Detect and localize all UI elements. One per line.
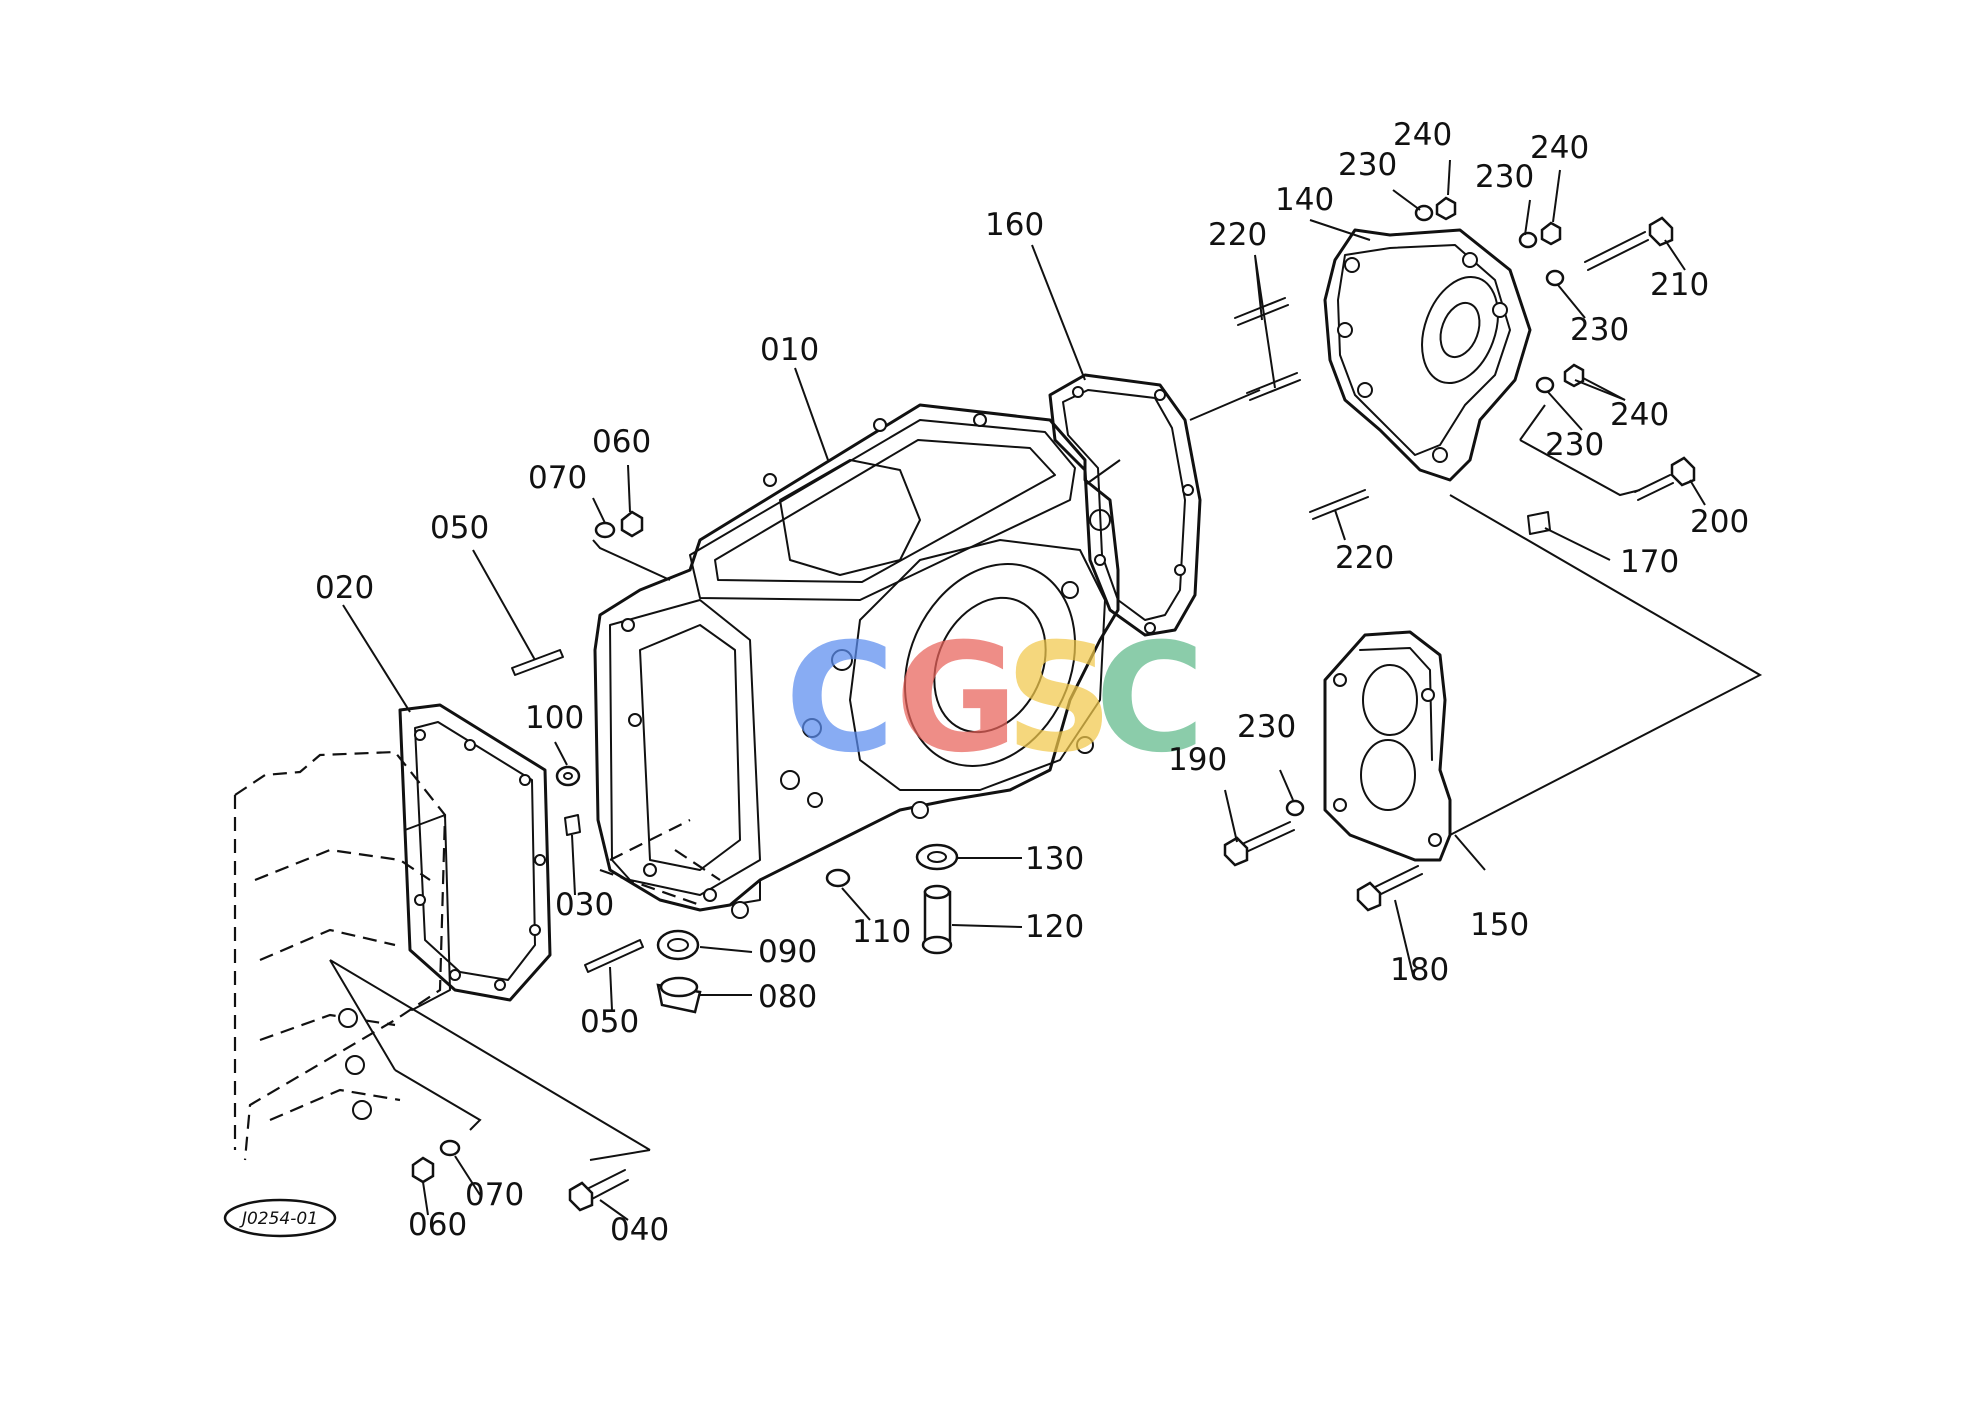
callout-240-mid: 240 [1610, 397, 1669, 433]
watermark-letter-2: G [895, 612, 1018, 786]
callout-230-right: 230 [1570, 312, 1629, 348]
callout-110: 110 [852, 914, 911, 950]
part-050-stud-lower [584, 939, 644, 973]
part-150-cover-plate [1323, 630, 1452, 862]
part-220-stud-lower [1309, 489, 1369, 520]
callout-230-lower: 230 [1237, 709, 1296, 745]
part-220-stud-upper-b [1246, 372, 1301, 401]
part-160-gasket [1048, 373, 1202, 637]
adjacent-housing-outline [233, 750, 451, 1161]
callout-020: 020 [315, 570, 374, 606]
part-140-housing [1323, 228, 1532, 482]
part-010-transmission-case [593, 403, 1120, 919]
part-200-bolt [1634, 474, 1674, 501]
callout-230-mid: 230 [1545, 427, 1604, 463]
callout-190: 190 [1168, 742, 1227, 778]
callout-140: 140 [1275, 182, 1334, 218]
hardware-parts [411, 196, 1696, 1212]
callout-200: 200 [1690, 504, 1749, 540]
callout-030: 030 [555, 887, 614, 923]
part-230-washer-mid [1535, 376, 1555, 394]
part-060-nut-bottom [411, 1156, 435, 1184]
part-190-bolt [1239, 821, 1295, 854]
callout-220-upper: 220 [1208, 217, 1267, 253]
part-040-bolt [584, 1169, 629, 1201]
callout-210: 210 [1650, 267, 1709, 303]
part-020-gasket [398, 703, 552, 1002]
callout-050-lower: 050 [580, 1004, 639, 1040]
callout-220-lower: 220 [1335, 540, 1394, 576]
watermark-letter-4: C [1095, 612, 1205, 786]
watermark: C G S C [785, 612, 1205, 786]
part-110-plug [825, 868, 851, 888]
callout-060-upper: 060 [592, 424, 651, 460]
part-170-pin [1527, 511, 1551, 535]
callout-100: 100 [525, 700, 584, 736]
part-240-nut-top-b [1540, 221, 1562, 246]
callout-130: 130 [1025, 841, 1084, 877]
callout-160: 160 [985, 207, 1044, 243]
part-230-washer-lower [1285, 799, 1305, 817]
part-030-dowel-pin [564, 814, 581, 836]
callout-240-top-a: 240 [1393, 117, 1452, 153]
callout-010: 010 [760, 332, 819, 368]
callout-070-lower: 070 [465, 1177, 524, 1213]
callout-040: 040 [610, 1212, 669, 1248]
part-070-washer-top [594, 521, 616, 539]
callout-230-top-a: 230 [1338, 147, 1397, 183]
callout-180: 180 [1390, 952, 1449, 988]
part-180-bolt [1372, 865, 1423, 897]
callout-230-top-b: 230 [1475, 159, 1534, 195]
callout-120: 120 [1025, 909, 1084, 945]
callout-240-top-b: 240 [1530, 130, 1589, 166]
callout-050-upper: 050 [430, 510, 489, 546]
watermark-letter-1: C [785, 612, 895, 786]
callout-090: 090 [758, 934, 817, 970]
part-230-washer-top-b [1518, 231, 1538, 249]
diagram-reference-tag: J0254-01 [223, 1198, 337, 1238]
watermark-letter-3: S [1005, 612, 1113, 786]
part-230-washer-right [1545, 269, 1565, 287]
callout-150: 150 [1470, 907, 1529, 943]
part-070-washer-bottom [439, 1139, 461, 1157]
callout-170: 170 [1620, 544, 1679, 580]
callout-labels: 010 020 030 040 050 050 060 060 070 070 … [315, 117, 1749, 1248]
leader-lines [329, 159, 1763, 1221]
callout-070-upper: 070 [528, 460, 587, 496]
callout-080: 080 [758, 979, 817, 1015]
part-060-nut-top [620, 510, 644, 538]
part-050-stud-top [511, 649, 564, 676]
part-210-bolt [1584, 231, 1649, 271]
diagram-reference-text: J0254-01 [239, 1209, 318, 1229]
part-240-nut-top-a [1435, 196, 1457, 221]
callout-060-lower: 060 [408, 1207, 467, 1243]
